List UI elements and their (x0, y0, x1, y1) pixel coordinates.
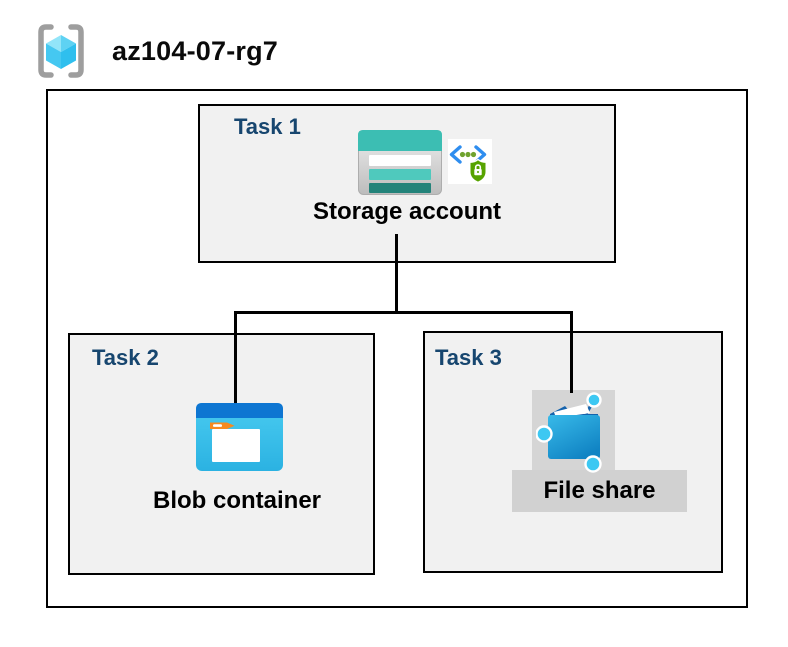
file-share-icon (536, 392, 602, 473)
storage-account-icon (358, 130, 442, 195)
task1-label: Task 1 (234, 114, 301, 139)
storage-account-label: Storage account (312, 198, 502, 225)
task1-box: Task 1 Storage account (198, 104, 616, 263)
resource-group-icon (38, 24, 84, 78)
blob-container-icon (196, 403, 283, 471)
file-share-highlight-bar: File share (512, 470, 687, 512)
task3-label: Task 3 (435, 345, 502, 370)
file-share-label: File share (543, 477, 656, 504)
resource-group-name: az104-07-rg7 (112, 36, 278, 66)
connector-to-file-share (570, 311, 573, 393)
connector-storage-stem (395, 234, 398, 312)
task2-box: Task 2 Blob container (68, 333, 375, 575)
connector-to-blob-container (234, 311, 237, 406)
secure-access-icon (448, 139, 492, 184)
task3-box: Task 3 File share (423, 331, 723, 573)
task2-label: Task 2 (92, 345, 159, 370)
connector-horizontal (234, 311, 573, 314)
blob-container-label: Blob container (152, 487, 322, 514)
